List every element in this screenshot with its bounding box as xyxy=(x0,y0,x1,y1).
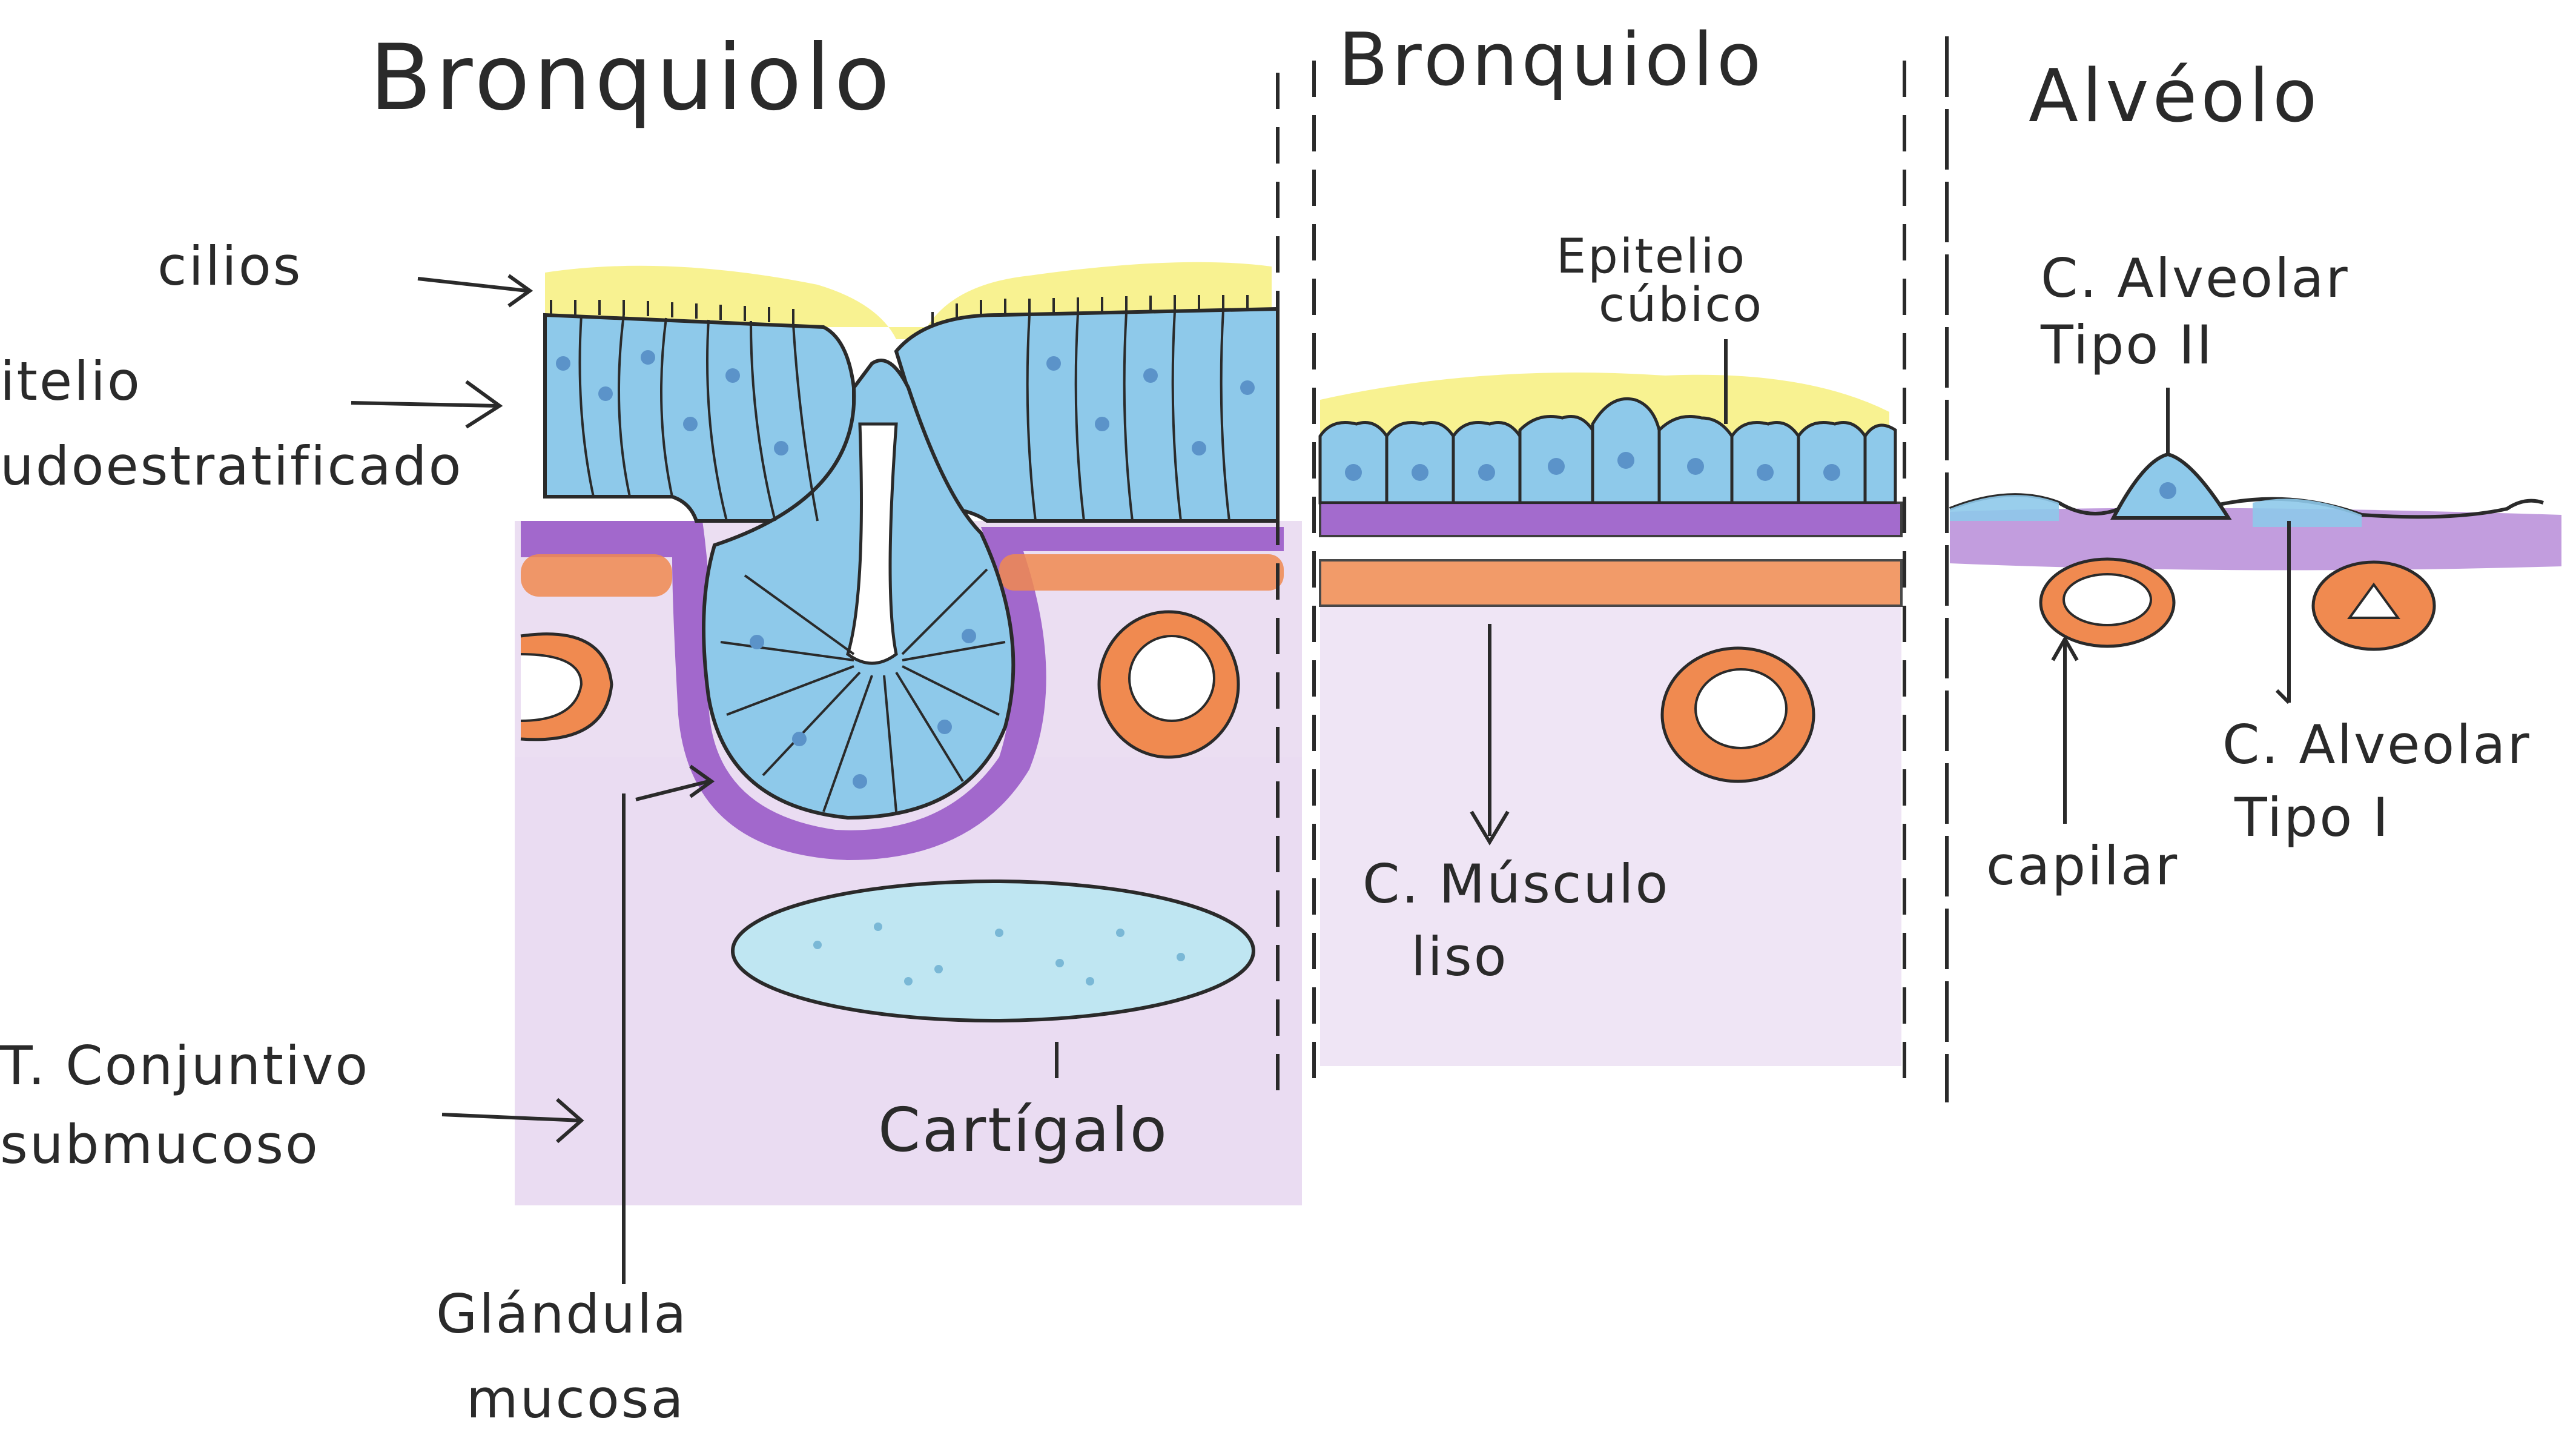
label-musculo-1: C. Músculo xyxy=(1362,853,1669,915)
label-t-conjuntivo-2: submucoso xyxy=(0,1113,320,1176)
label-alveolar-1-2: Tipo I xyxy=(2234,786,2390,849)
label-capilar: capilar xyxy=(1986,835,2179,897)
title-bronquiolo-2: Bronquiolo xyxy=(1338,18,1765,102)
smooth-muscle-left xyxy=(521,554,672,597)
connective-tissue-region-2 xyxy=(1320,606,1901,1066)
label-cartilago: Cartígalo xyxy=(878,1095,1169,1165)
label-musculo-2: liso xyxy=(1411,926,1508,988)
label-alveolar-2-1: C. Alveolar xyxy=(2041,247,2350,310)
capillary-right xyxy=(2313,562,2434,649)
title-alveolo: Alvéolo xyxy=(2029,55,2320,139)
capillary-left xyxy=(2041,559,2174,646)
smooth-muscle-2 xyxy=(1320,560,1901,606)
label-epitelio-2: udoestratificado xyxy=(0,435,463,497)
label-epitelio-cubico-2: cúbico xyxy=(1599,278,1763,333)
label-epitelio-1: itelio xyxy=(0,350,142,412)
label-epitelio-cubico-1: Epitelio xyxy=(1556,230,1746,284)
cartilage xyxy=(733,881,1253,1021)
section-bronquiolo-cuboidal xyxy=(1320,339,1901,1066)
label-glandula-1: Glándula xyxy=(436,1283,688,1345)
smooth-muscle-right xyxy=(999,554,1284,591)
basement-membrane-2 xyxy=(1320,503,1901,536)
label-cilios: cilios xyxy=(157,235,302,297)
type-2-nucleus xyxy=(2159,482,2176,499)
label-glandula-2: mucosa xyxy=(466,1368,685,1430)
blood-vessel-right xyxy=(1099,612,1238,757)
label-alveolar-2-2: Tipo II xyxy=(2040,314,2214,376)
title-bronquiolo-1: Bronquiolo xyxy=(369,25,893,131)
blood-vessel-2 xyxy=(1662,648,1814,781)
label-t-conjuntivo-1: T. Conjuntivo xyxy=(0,1035,369,1097)
label-alveolar-1-1: C. Alveolar xyxy=(2222,714,2531,776)
